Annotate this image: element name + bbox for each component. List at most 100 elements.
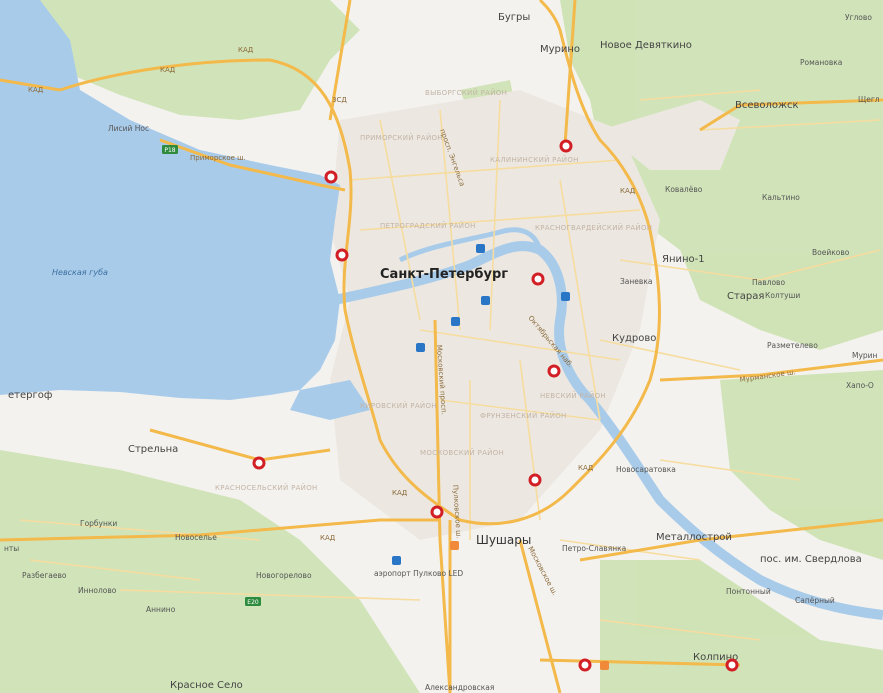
district-labels: ВЫБОРГСКИЙ РАЙОН ПРИМОРСКИЙ РАЙОН КАЛИНИ…	[215, 88, 652, 492]
district-label: КРАСНОГВАРДЕЙСКИЙ РАЙОН	[535, 223, 652, 232]
place-label: Металлострой	[656, 532, 732, 543]
airport-icon	[392, 556, 401, 565]
place-label: Разбегаево	[22, 571, 67, 580]
place-label: Новоселье	[175, 533, 217, 542]
place-label: Воейково	[812, 248, 850, 257]
place-label: Красное Село	[170, 680, 243, 691]
place-label: Сапёрный	[795, 596, 835, 605]
district-label: МОСКОВСКИЙ РАЙОН	[420, 448, 504, 457]
place-label: Хапо-О	[846, 381, 874, 390]
neva-branch	[398, 227, 543, 263]
metro-icon	[416, 343, 425, 352]
place-label: Колтуши	[765, 291, 800, 300]
metro-icon	[451, 317, 460, 326]
district-label: НЕВСКИЙ РАЙОН	[540, 391, 606, 400]
city-fabric	[330, 90, 740, 540]
gulf-of-finland	[0, 0, 340, 400]
poi-icon	[600, 661, 609, 670]
place-label: Мурино	[540, 44, 580, 55]
metro-stations	[392, 244, 609, 670]
place-labels: Бугры Мурино Новое Девяткино Всеволожск …	[4, 12, 880, 692]
place-label: Кудрово	[612, 333, 656, 344]
district-label: ПЕТРОГРАДСКИЙ РАЙОН	[380, 221, 476, 230]
road-label: КАД	[578, 464, 594, 472]
location-marker-icon[interactable]	[547, 364, 561, 378]
road-label: КАД	[320, 534, 336, 542]
place-label: Павлово	[752, 278, 785, 287]
place-label: Ковалёво	[665, 185, 703, 194]
water-label: Невская губа	[52, 268, 108, 277]
district-label: КРАСНОСЕЛЬСКИЙ РАЙОН	[215, 483, 318, 492]
road-label: КАД	[160, 66, 176, 74]
place-label: Шушары	[476, 533, 531, 547]
location-marker-icon[interactable]	[430, 505, 444, 519]
road-shield-label: E20	[247, 599, 259, 606]
place-label: Романовка	[800, 58, 842, 67]
district-label: ВЫБОРГСКИЙ РАЙОН	[425, 88, 507, 97]
place-label: аэропорт Пулково LED	[374, 569, 463, 578]
place-label: Разметелево	[767, 341, 818, 350]
place-label: Аннино	[146, 605, 176, 614]
location-marker-icon[interactable]	[335, 248, 349, 262]
road-label: КАД	[392, 489, 408, 497]
place-label: Всеволожск	[735, 100, 799, 111]
location-marker-icon[interactable]	[559, 139, 573, 153]
neva-river	[333, 241, 883, 620]
place-label: Бугры	[498, 12, 530, 23]
place-label: Новое Девяткино	[600, 40, 692, 51]
district-label: КАЛИНИНСКИЙ РАЙОН	[490, 155, 579, 164]
road-label: Приморское ш.	[190, 154, 246, 162]
road-shield-r18	[162, 145, 178, 154]
place-label: Новосаратовка	[616, 465, 676, 474]
gulf-shore-south	[290, 380, 370, 420]
location-marker-icon[interactable]	[578, 658, 592, 672]
location-marker-icon[interactable]	[725, 658, 739, 672]
metro-icon	[561, 292, 570, 301]
district-label: ФРУНЗЕНСКИЙ РАЙОН	[480, 411, 567, 420]
place-label: Горбунки	[80, 519, 117, 528]
road-shield-label: P18	[164, 147, 175, 154]
location-marker-icon[interactable]	[528, 473, 542, 487]
road-label: КАД	[238, 46, 254, 54]
place-label: Углово	[845, 13, 872, 22]
location-marker-icon[interactable]	[324, 170, 338, 184]
place-label: Стрельна	[128, 444, 178, 455]
place-label: Янино-1	[662, 254, 705, 265]
location-markers[interactable]	[252, 139, 739, 672]
road-label: КАД	[28, 86, 44, 94]
kad-ring	[59, 0, 661, 526]
poi-icon	[450, 541, 459, 550]
location-marker-icon[interactable]	[252, 456, 266, 470]
location-marker-icon[interactable]	[531, 272, 545, 286]
place-label: Заневка	[620, 277, 652, 286]
place-label: Понтонный	[726, 587, 771, 596]
district-label: КИРОВСКИЙ РАЙОН	[360, 401, 437, 410]
place-label: Старая	[727, 291, 764, 302]
primorskoe-highway	[159, 138, 346, 192]
place-label: Александровская	[425, 683, 494, 692]
murmanskoe-highway	[659, 358, 883, 382]
place-label: Лисий Нос	[108, 124, 149, 133]
place-label: пос. им. Свердлова	[760, 554, 862, 565]
road-label: Пулковское ш.	[451, 485, 463, 539]
place-label: Колпино	[693, 652, 738, 663]
road-shields: P18 E20	[162, 145, 261, 606]
place-label: Иннолово	[78, 586, 117, 595]
road-label: ЗСД	[332, 96, 347, 104]
city-label: Санкт-Петербург	[380, 267, 508, 282]
place-label: Щегл	[858, 95, 880, 104]
place-label: етергоф	[8, 390, 52, 401]
road-shield-e20	[245, 597, 261, 606]
district-label: ПРИМОРСКИЙ РАЙОН	[360, 133, 443, 142]
place-label: Кальтино	[762, 193, 800, 202]
place-label: Мурин	[852, 351, 878, 360]
metro-icon	[476, 244, 485, 253]
place-label: нты	[4, 544, 19, 553]
place-label: Новогорелово	[256, 571, 312, 580]
minor-roads	[19, 89, 881, 641]
place-label: Петро-Славянка	[562, 544, 626, 553]
metro-icon	[481, 296, 490, 305]
